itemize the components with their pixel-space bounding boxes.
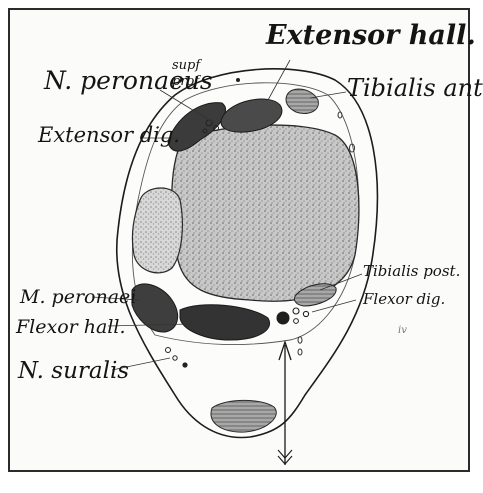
label-supf-prof: supf prof (172, 58, 200, 91)
sural-nerve (182, 362, 187, 367)
label-mark: iv (398, 326, 407, 336)
anterior-nerve-dot (236, 78, 240, 82)
label-m-peronaei: M. peronaei (20, 288, 136, 307)
fibula-bone (132, 188, 182, 273)
label-tibialis-post: Tibialis post. (363, 264, 460, 279)
label-flexor-hall: Flexor hall. (16, 318, 126, 337)
label-extensor-hall: Extensor hall. (266, 22, 476, 49)
label-tibialis-ant: Tibialis ant. (347, 76, 483, 100)
label-extensor-dig: Extensor dig. (38, 125, 180, 146)
posterior-tibial-artery (277, 312, 290, 325)
label-flexor-dig: Flexor dig. (363, 292, 445, 307)
label-n-suralis: N. suralis (18, 360, 129, 383)
tibia-bone (172, 125, 359, 301)
